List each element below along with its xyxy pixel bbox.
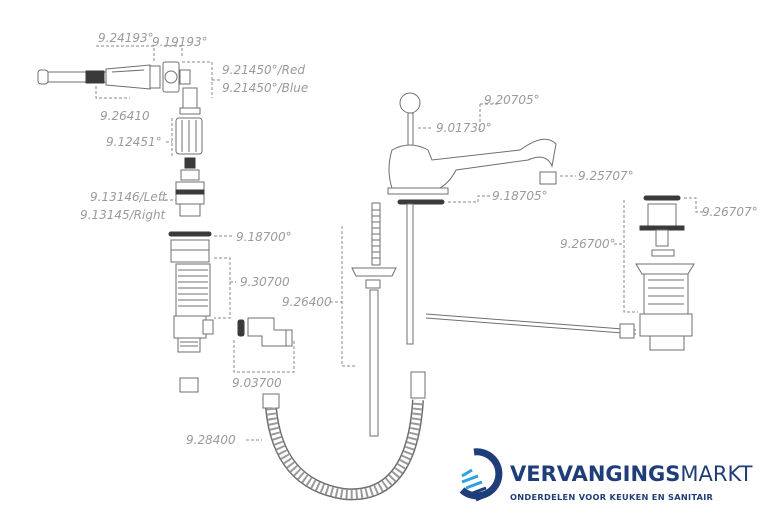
- part-labels: 9.24193° 9.19193° 9.21450°/Red 9.21450°/…: [80, 31, 758, 447]
- label-9-20705: 9.20705°: [484, 93, 540, 107]
- spout-part: [387, 92, 557, 195]
- label-9-21450-red: 9.21450°/Red: [222, 63, 305, 77]
- brand-name-part2: MARKT: [680, 462, 752, 486]
- brand-emblem-icon: [459, 448, 503, 502]
- label-9-13145-right: 9.13145/Right: [80, 208, 167, 222]
- brand-name-part1: VERVANGINGS: [510, 462, 680, 486]
- label-9-01730: 9.01730°: [436, 121, 492, 135]
- cartridge-part: [175, 157, 205, 217]
- label-9-19193: 9.19193°: [152, 35, 208, 49]
- label-9-12451: 9.12451°: [106, 135, 162, 149]
- handle-cap-part: [162, 61, 191, 93]
- label-9-25707: 9.25707°: [578, 169, 634, 183]
- spout-rod-part: [406, 203, 414, 345]
- label-9-30700: 9.30700: [240, 275, 290, 289]
- aerator-part: [539, 171, 557, 185]
- label-9-28400: 9.28400: [186, 433, 236, 447]
- shroud-part: [175, 117, 203, 155]
- spout-gasket-part: [397, 199, 445, 205]
- label-9-13146-left: 9.13146/Left: [90, 190, 168, 204]
- brand-name: VERVANGINGSMARKT: [510, 462, 753, 486]
- handle-lever-part: [37, 64, 161, 90]
- brand-tagline: ONDERDELEN VOOR KEUKEN EN SANITAIR: [510, 492, 714, 502]
- label-9-24193: 9.24193°: [98, 31, 154, 45]
- handle-stem-part: [179, 87, 201, 115]
- popup-waste-part: [425, 195, 695, 351]
- flexible-hose-part: [262, 371, 426, 501]
- label-9-26700: 9.26700°: [560, 237, 616, 251]
- elbow-connector-part: [237, 317, 293, 347]
- mounting-kit-part: [351, 202, 397, 437]
- leader-lines: [95, 45, 704, 441]
- body-valve-part: [168, 231, 214, 393]
- label-9-18700: 9.18700°: [236, 230, 292, 244]
- label-9-21450-blue: 9.21450°/Blue: [222, 81, 308, 95]
- label-9-26707: 9.26707°: [702, 205, 758, 219]
- brand-logo: VERVANGINGSMARKT ONDERDELEN VOOR KEUKEN …: [459, 448, 753, 502]
- label-9-26410: 9.26410: [100, 109, 150, 123]
- label-9-03700: 9.03700: [232, 376, 282, 390]
- label-9-26400: 9.26400: [282, 295, 332, 309]
- label-9-18705: 9.18705°: [492, 189, 548, 203]
